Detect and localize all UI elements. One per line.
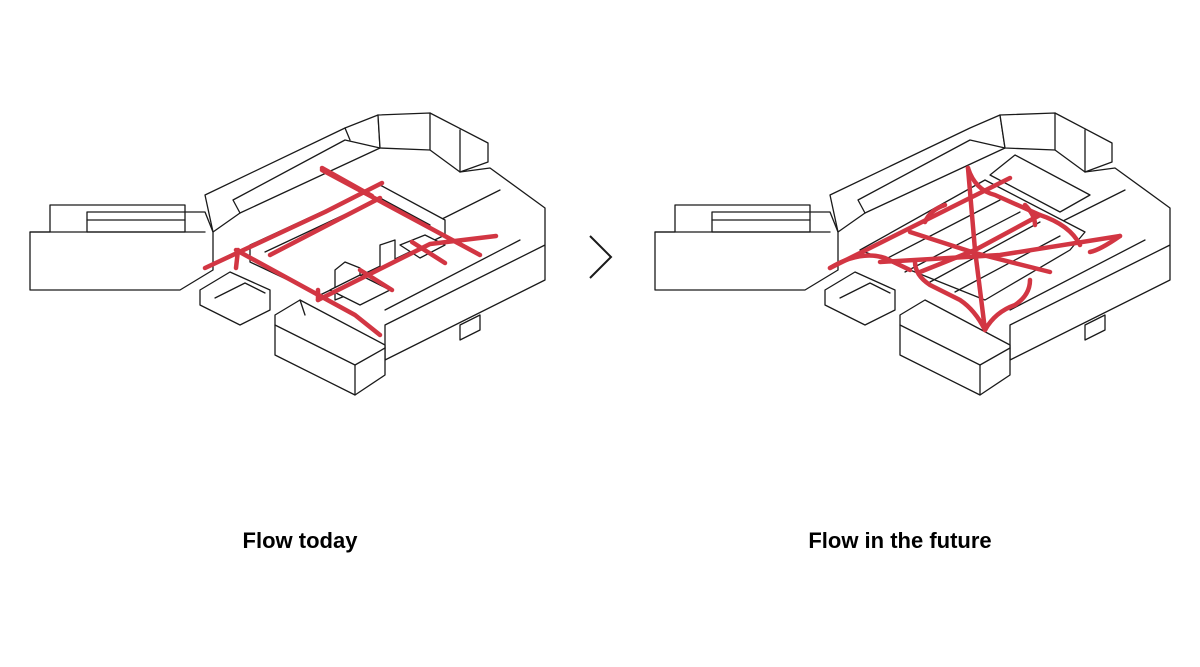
caption-flow-today: Flow today — [242, 528, 358, 553]
caption-flow-future: Flow in the future — [808, 528, 992, 553]
flow-paths-today — [202, 165, 499, 338]
complex-future — [654, 112, 1171, 396]
flow-paths-future — [827, 165, 1123, 333]
complex-today — [29, 112, 546, 396]
chevron-right-icon — [589, 235, 613, 279]
